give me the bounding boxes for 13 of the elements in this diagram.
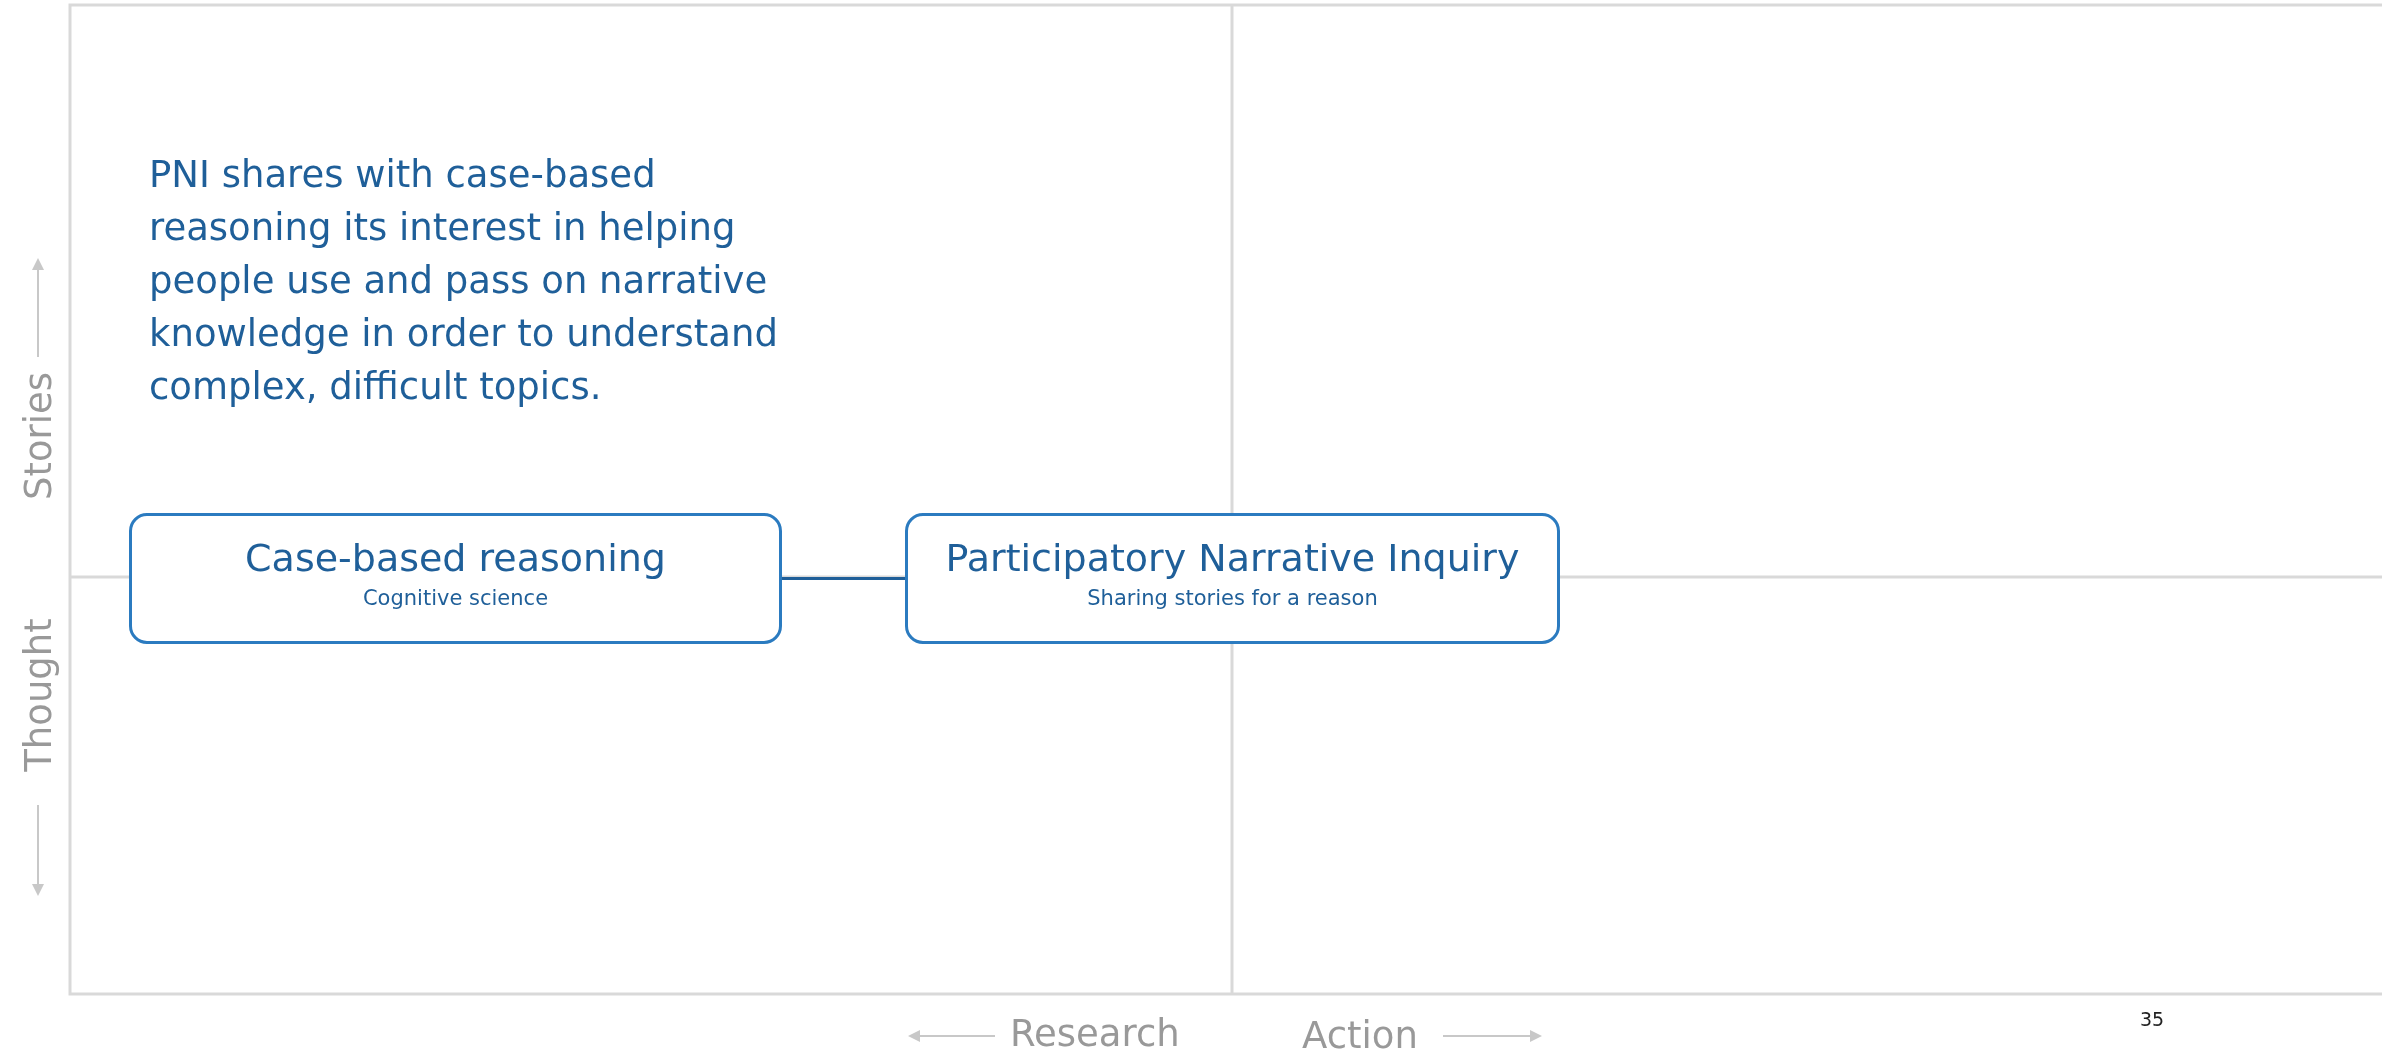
box-subtitle: Cognitive science bbox=[362, 586, 549, 610]
page-number: 35 bbox=[2140, 1008, 2165, 1030]
box-title: Participatory Narrative Inquiry bbox=[945, 536, 1520, 580]
axis-label: Research bbox=[1010, 1012, 1180, 1053]
description-text: PNI shares with case-based reasoning its interest in helping people use and pass on narrative knowledge in order to understand complex, difficult topics. bbox=[149, 152, 779, 410]
concept-box bbox=[129, 513, 782, 644]
axis-label: Thought bbox=[16, 618, 60, 772]
concept-box bbox=[905, 513, 1560, 644]
axis-label: Stories bbox=[16, 371, 60, 501]
axis-label: Action bbox=[1302, 1014, 1418, 1053]
box-subtitle: Sharing stories for a reason bbox=[1087, 586, 1378, 610]
connector-line bbox=[782, 577, 905, 580]
box-title: Case-based reasoning bbox=[245, 536, 666, 580]
